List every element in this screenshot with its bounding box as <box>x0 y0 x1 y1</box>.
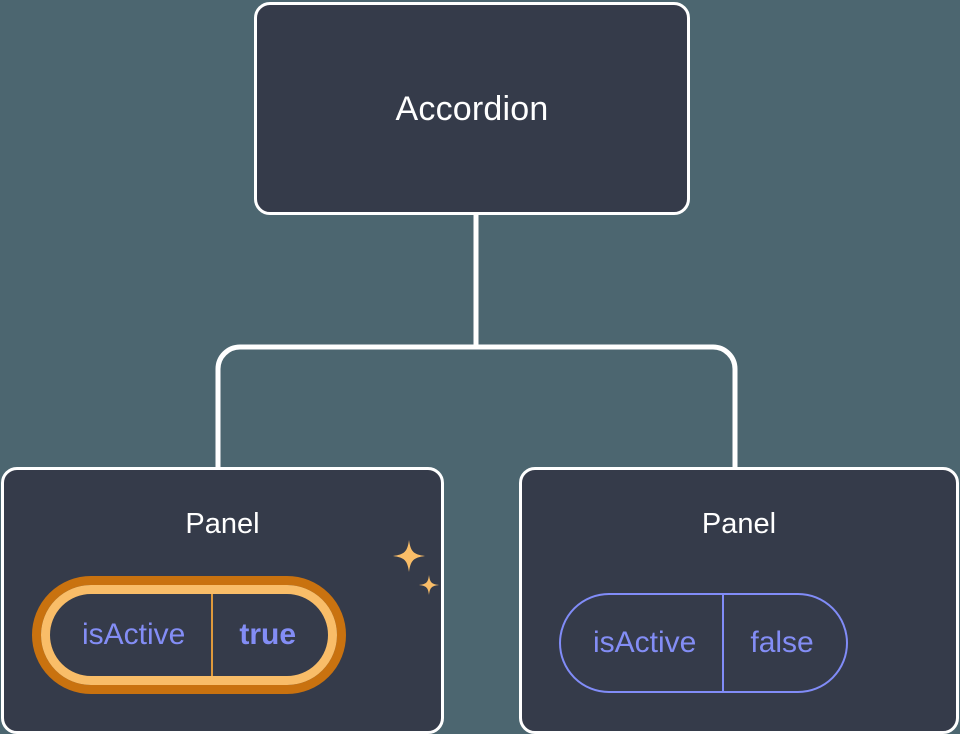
connector-branch-right <box>476 344 738 470</box>
prop-pill-highlighted[interactable]: isActive true <box>32 576 347 694</box>
sparkle-icon <box>393 540 425 572</box>
pill-body: isActive false <box>559 593 848 693</box>
prop-value: true <box>211 594 328 676</box>
prop-value: false <box>722 595 845 691</box>
sparkle-icon-small <box>419 575 439 595</box>
pill-body: isActive true <box>41 585 338 685</box>
prop-key: isActive <box>593 626 697 659</box>
node-panel-right[interactable]: Panel isActive false <box>519 467 959 734</box>
node-title: Panel <box>701 508 777 540</box>
node-title: Accordion <box>395 89 549 128</box>
prop-key: isActive <box>82 618 186 651</box>
pill-highlight-ring: isActive true <box>32 576 347 694</box>
node-title: Panel <box>185 508 260 540</box>
connector-branch-left <box>215 344 476 470</box>
node-panel-left[interactable]: Panel isActive true <box>1 467 444 734</box>
node-accordion[interactable]: Accordion <box>254 2 690 215</box>
sparkle-group <box>393 540 439 595</box>
prop-pill[interactable]: isActive false <box>559 593 848 693</box>
